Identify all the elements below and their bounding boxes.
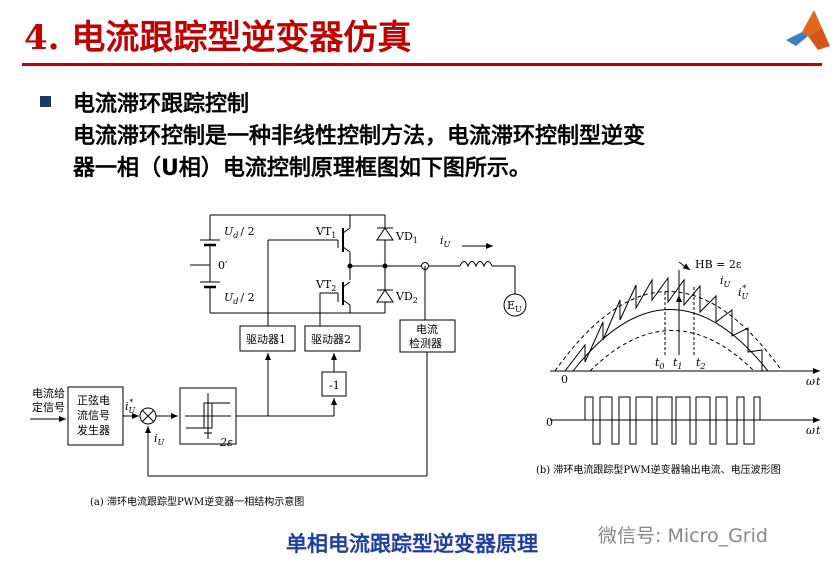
iu-curve-label: iU bbox=[720, 274, 731, 289]
driver2-label: 驱动器2 bbox=[311, 333, 351, 346]
ud-bottom-label: Ud/ 2 bbox=[224, 291, 255, 306]
diagram-a-caption: (a) 滞环电流跟踪型PWM逆变器一相结构示意图 bbox=[90, 495, 304, 508]
wt-bottom-label: ωt bbox=[806, 424, 821, 437]
body-line-2: 器一相（U相）电流控制原理框图如下图所示。 bbox=[73, 156, 531, 181]
matlab-logo-icon bbox=[786, 10, 830, 50]
t0-label: t0 bbox=[655, 356, 665, 371]
detector-label-1: 电流 bbox=[416, 322, 438, 336]
body-line-1: 电流滞环控制是一种非线性控制方法，电流滞环控制型逆变 bbox=[73, 124, 646, 149]
circuit-a-labels: Ud/ 2 Ud/ 2 0′ VT1 VT2 VD1 VD2 iU EU 驱动器… bbox=[32, 225, 522, 508]
gen-label-1: 正弦电 bbox=[77, 393, 110, 407]
input-label-2: 定信号 bbox=[32, 400, 65, 414]
wt-top-label: ωt bbox=[806, 375, 821, 388]
vd2-label: VD2 bbox=[395, 290, 418, 305]
iu-ref-curve-label: iU* bbox=[738, 284, 749, 301]
gen-label-3: 发生器 bbox=[77, 423, 110, 437]
t1-label: t1 bbox=[673, 356, 683, 371]
slide-title: 4. 电流跟踪型逆变器仿真 bbox=[24, 18, 412, 58]
vd1-label: VD1 bbox=[395, 230, 418, 245]
iu-fb-label: iU bbox=[154, 432, 165, 447]
iu-label: iU bbox=[440, 234, 451, 249]
diagram-b-caption: (b) 滞环电流跟踪型PWM逆变器输出电流、电压波形图 bbox=[536, 463, 781, 476]
vt2-label: VT2 bbox=[315, 278, 336, 293]
gen-label-2: 流信号 bbox=[77, 408, 110, 422]
zero-top-label: 0 bbox=[561, 373, 568, 386]
neg1-label: -1 bbox=[329, 379, 340, 392]
eu-label: EU bbox=[507, 299, 522, 314]
t2-label: t2 bbox=[696, 356, 706, 371]
detector-label-2: 检测器 bbox=[409, 336, 442, 350]
iu-ref-label: iU* bbox=[125, 398, 136, 415]
waveform-b-labels: HB = 2ε iU iU* t0 t1 t2 0 0 ωt ωt (b) 滞环… bbox=[536, 258, 821, 476]
zero-bottom-label: 0 bbox=[546, 416, 553, 429]
driver1-label: 驱动器1 bbox=[246, 333, 286, 346]
input-label-1: 电流给 bbox=[32, 386, 65, 400]
waveform-b bbox=[550, 261, 820, 445]
figure-caption: 单相电流跟踪型逆变器原理 bbox=[286, 532, 538, 556]
ud-top-label: Ud/ 2 bbox=[224, 225, 255, 240]
two-eps-label: 2ε bbox=[219, 436, 233, 449]
circuit-a bbox=[30, 214, 527, 477]
bullet-marker bbox=[40, 96, 51, 107]
watermark: 微信号: Micro_Grid bbox=[598, 525, 768, 547]
title-rule bbox=[22, 63, 822, 66]
bullet-heading: 电流滞环跟踪控制 bbox=[73, 92, 250, 117]
hb-label: HB = 2ε bbox=[695, 258, 742, 271]
zero-label: 0′ bbox=[218, 259, 228, 272]
vt1-label: VT1 bbox=[315, 225, 336, 240]
